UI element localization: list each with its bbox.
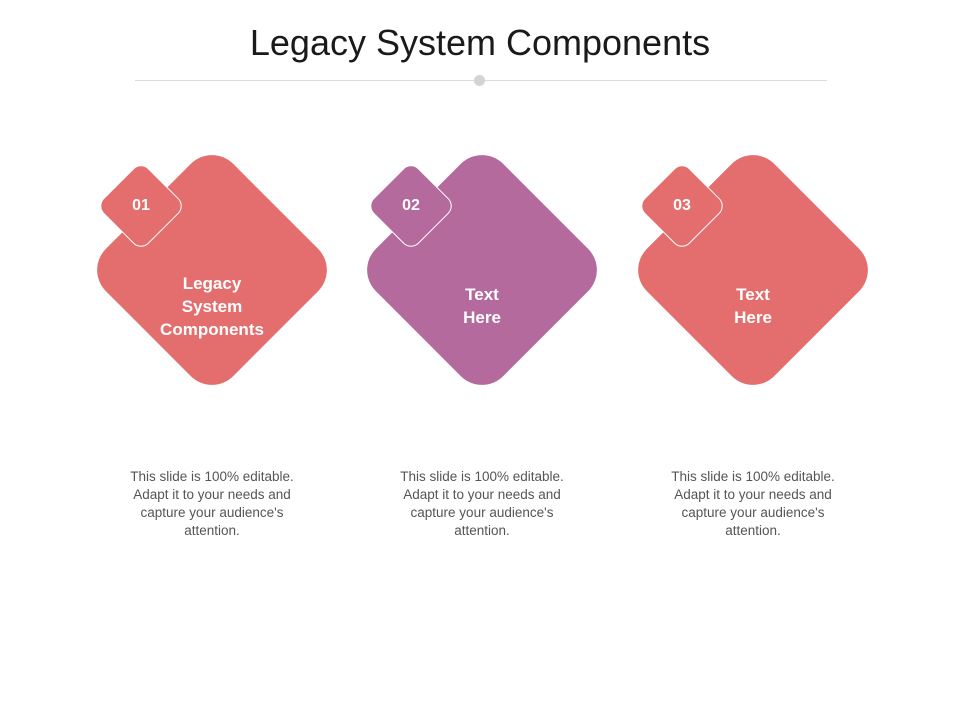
component-description-1: This slide is 100% editable. Adapt it to… bbox=[130, 469, 294, 538]
badge-number-1: 01 bbox=[132, 197, 150, 214]
component-description-3: This slide is 100% editable. Adapt it to… bbox=[671, 469, 835, 538]
component-item-1: Legacy System Components 01 This slide i… bbox=[77, 0, 347, 720]
component-description-2: This slide is 100% editable. Adapt it to… bbox=[400, 469, 564, 538]
component-item-2: Text Here 02 This slide is 100% editable… bbox=[347, 0, 617, 720]
slide-title: Legacy System Components bbox=[249, 22, 711, 63]
divider-dot bbox=[474, 75, 485, 86]
component-label-2: Text Here bbox=[463, 285, 501, 327]
badge-number-2: 02 bbox=[402, 197, 420, 214]
component-label-1: Legacy System Components bbox=[160, 273, 264, 339]
badge-number-3: 03 bbox=[673, 197, 691, 214]
component-item-3: Text Here 03 This slide is 100% editable… bbox=[618, 0, 888, 720]
component-label-3: Text Here bbox=[734, 285, 772, 327]
